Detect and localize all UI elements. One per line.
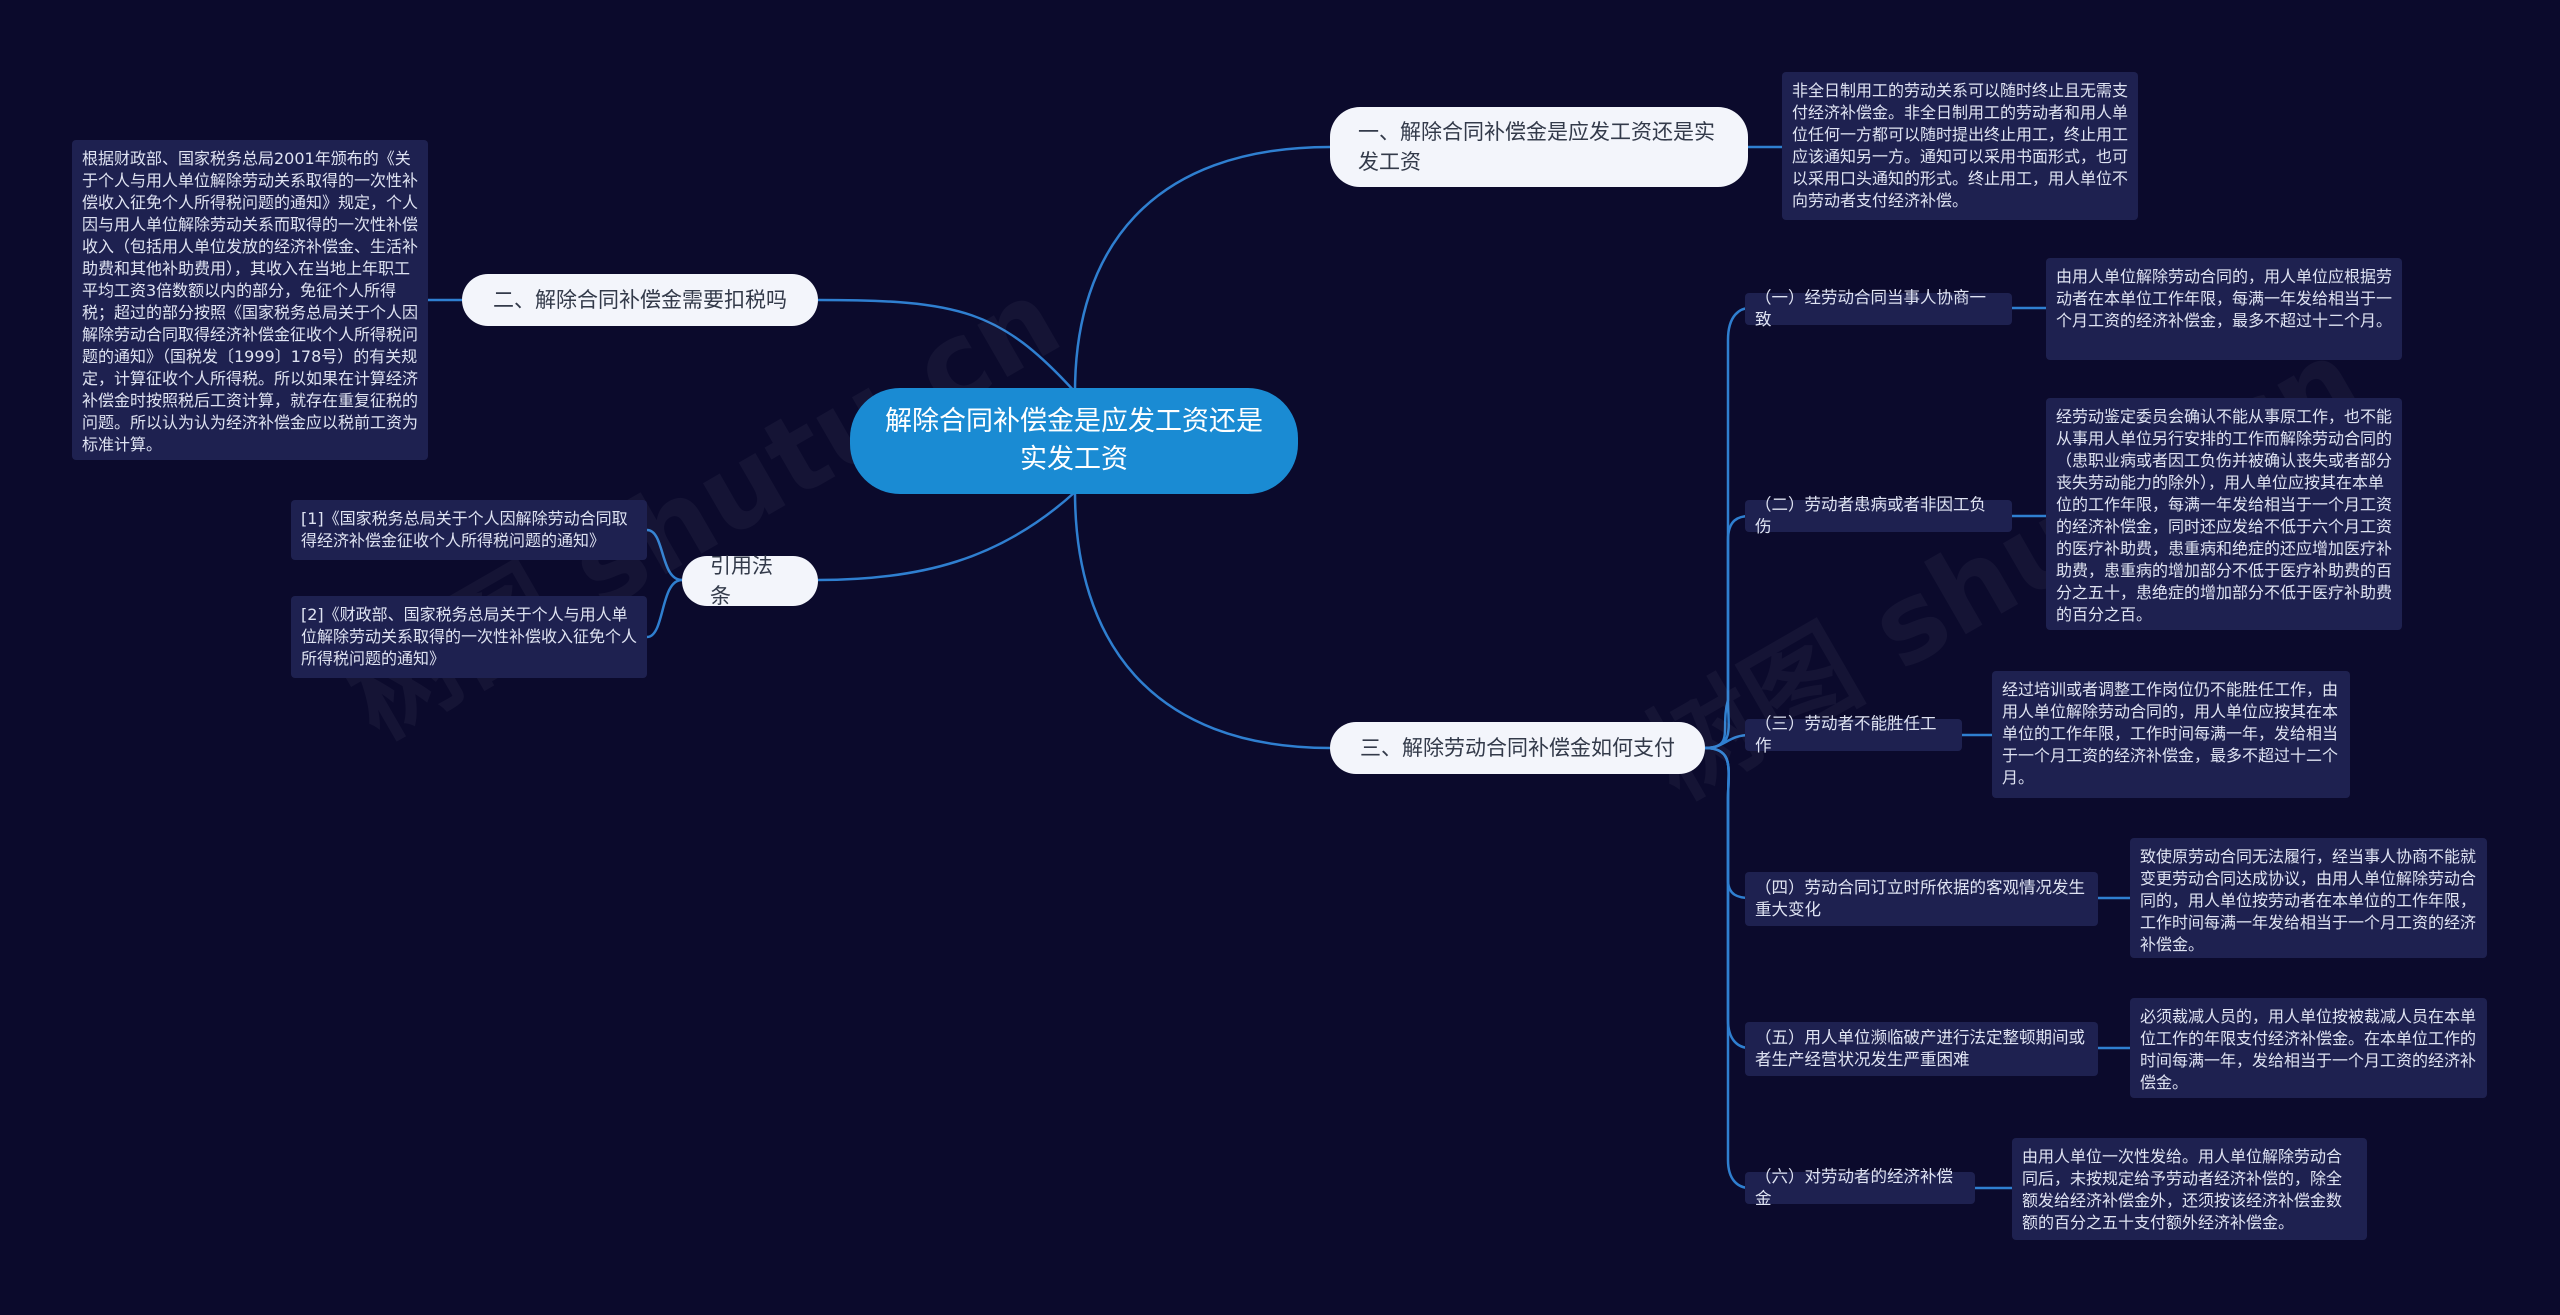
- citation-1: [1]《国家税务总局关于个人因解除劳动合同取得经济补偿金征收个人所得税问题的通知…: [291, 500, 647, 560]
- branch-3-topic[interactable]: 引用法条: [682, 554, 818, 608]
- branch-4-detail-4: 致使原劳动合同无法履行，经当事人协商不能就变更劳动合同达成协议，由用人单位解除劳…: [2130, 838, 2487, 958]
- branch-1-detail: 非全日制用工的劳动关系可以随时终止且无需支付经济补偿金。非全日制用工的劳动者和用…: [1782, 72, 2138, 220]
- branch-2-detail: 根据财政部、国家税务总局2001年颁布的《关于个人与用人单位解除劳动关系取得的一…: [72, 140, 428, 460]
- branch-4-detail-6: 由用人单位一次性发给。用人单位解除劳动合同后，未按规定给予劳动者经济补偿的，除全…: [2012, 1138, 2367, 1240]
- branch-4-detail-3: 经过培训或者调整工作岗位仍不能胜任工作，由用人单位解除劳动合同的，用人单位应按其…: [1992, 671, 2350, 798]
- branch-4-subtopic-2[interactable]: （二）劳动者患病或者非因工负伤: [1745, 495, 2012, 536]
- citation-2: [2]《财政部、国家税务总局关于个人与用人单位解除劳动关系取得的一次性补偿收入征…: [291, 596, 647, 678]
- branch-4-subtopic-5[interactable]: （五）用人单位濒临破产进行法定整顿期间或者生产经营状况发生严重困难: [1745, 1022, 2098, 1076]
- branch-4-detail-1: 由用人单位解除劳动合同的，用人单位应根据劳动者在本单位工作年限，每满一年发给相当…: [2046, 258, 2402, 360]
- branch-4-subtopic-6[interactable]: （六）对劳动者的经济补偿金: [1745, 1167, 1975, 1208]
- branch-4-subtopic-3[interactable]: （三）劳动者不能胜任工作: [1745, 714, 1962, 755]
- root-topic[interactable]: 解除合同补偿金是应发工资还是实发工资: [850, 388, 1298, 494]
- branch-4-topic[interactable]: 三、解除劳动合同补偿金如何支付: [1330, 722, 1705, 774]
- branch-1-topic[interactable]: 一、解除合同补偿金是应发工资还是实发工资: [1330, 107, 1748, 187]
- branch-4-detail-5: 必须裁减人员的，用人单位按被裁减人员在本单位工作的年限支付经济补偿金。在本单位工…: [2130, 998, 2487, 1098]
- branch-4-subtopic-4[interactable]: （四）劳动合同订立时所依据的客观情况发生重大变化: [1745, 872, 2098, 926]
- branch-4-subtopic-1[interactable]: （一）经劳动合同当事人协商一致: [1745, 288, 2012, 329]
- branch-4-detail-2: 经劳动鉴定委员会确认不能从事原工作，也不能从事用人单位另行安排的工作而解除劳动合…: [2046, 398, 2402, 630]
- branch-2-topic[interactable]: 二、解除合同补偿金需要扣税吗: [462, 274, 818, 326]
